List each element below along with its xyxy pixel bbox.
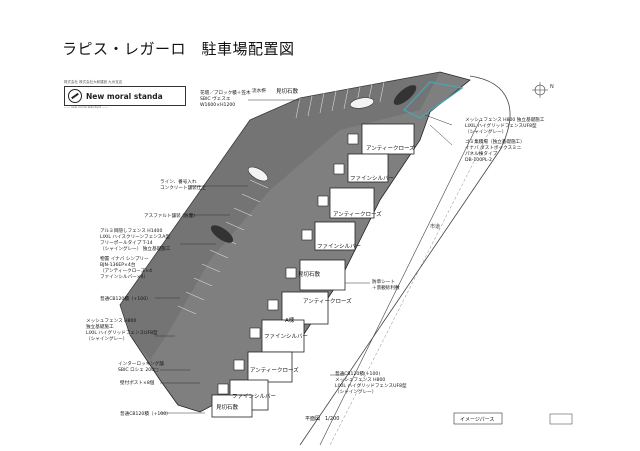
annotation: メッシュフェンス H800 xyxy=(86,318,136,324)
annotation: LIXIL ハイグリッドフェンスUF8型 xyxy=(335,382,407,389)
svg-text:N: N xyxy=(550,84,554,90)
annotation: W1600×H1200 xyxy=(200,102,235,108)
annotation: ライン、番号入れ xyxy=(160,178,197,185)
annotation: LIXIL ハイスクリーンフェンスA型 xyxy=(100,233,170,240)
annotation: アスファルト舗装 (防塵) xyxy=(144,212,195,219)
leader-lines xyxy=(155,99,453,414)
unit-label: ファインシルバー xyxy=(264,333,308,340)
annotation: 花壇／ブロック積＋笠木 xyxy=(200,89,251,96)
annotation: パネル棟タイプ xyxy=(465,150,498,157)
company-logo: New moral standa xyxy=(64,86,186,106)
annotation: 普通CB120積（+100） xyxy=(100,295,151,302)
unit-label: アンティークローズ xyxy=(333,210,382,218)
parked-car xyxy=(349,97,375,109)
annotation: イナバ ダストボックスミニ xyxy=(465,144,522,151)
annotation: （シャイングレー） xyxy=(86,335,127,342)
annotation: 流水桝 xyxy=(252,87,266,94)
logo-tagline: —— new moral standard —— xyxy=(64,105,108,109)
annotation: メッシュフェンス H800 独立基礎施工 xyxy=(465,116,545,123)
unit-label: ファインシルバー xyxy=(317,243,361,250)
parking-stall-lines xyxy=(177,81,385,315)
annotation: （アンティークローズ×4 xyxy=(100,267,152,274)
box-label: 見切石敷 xyxy=(276,87,299,95)
drive-aisle xyxy=(120,72,440,360)
parked-car xyxy=(210,225,234,243)
logo-mark-icon xyxy=(68,89,82,103)
annotation: 独立基礎施工 xyxy=(86,323,114,330)
annotation: メッシュフェンス H800 xyxy=(335,377,385,383)
unit-label: アンティークローズ xyxy=(250,366,299,374)
unit-label: アンティークローズ xyxy=(366,144,415,152)
annotation: インターロッキング舗 xyxy=(118,360,164,367)
annotation: LIXIL ハイグリッドフェンスUF8型 xyxy=(465,122,537,129)
storage-boxes xyxy=(217,133,359,395)
annotation: 壁付ポスト×8個 xyxy=(120,379,155,386)
annotation: ゴミ集積場（独立基礎施工） xyxy=(465,138,525,145)
north-arrow-icon: N xyxy=(532,82,554,98)
annotation: LIXIL ハイグリッドフェンスUF8型 xyxy=(86,329,158,336)
unit-label: ファインシルバー xyxy=(350,175,394,182)
annotation: ファインシルバー×4） xyxy=(100,274,148,280)
road-edge-line-2 xyxy=(319,119,481,446)
annotation: アルミ目隠しフェンス H1400 xyxy=(100,227,162,234)
annotation: ＋景観砂利敷 xyxy=(372,284,400,291)
parked-car xyxy=(247,166,269,182)
annotation: SBIC ヴェスエ xyxy=(200,95,231,102)
annotation: 普通CB120積(+100) xyxy=(335,370,380,377)
annotation: 防草シート xyxy=(372,278,395,285)
building-a-label: A棟 xyxy=(285,316,295,324)
trash-area-highlight xyxy=(402,81,464,119)
box-label: 見切石敷 xyxy=(216,403,239,411)
annotation: BJN-136EP×4台 xyxy=(100,261,136,268)
page-title: ラピス・レガーロ 駐車場配置図 xyxy=(62,40,295,58)
annotation: （シャイングレー） xyxy=(465,128,506,135)
annotation: （シャイングレー） xyxy=(335,388,376,395)
parked-car xyxy=(393,85,417,105)
unit-label: アンティークローズ xyxy=(303,297,352,305)
annotation: 普通CB120積（+100） xyxy=(120,410,171,417)
box-label: 見切石敷 xyxy=(298,270,321,278)
road-edge-line xyxy=(299,75,511,446)
company-line: 株式会社 株式会社大和建設 九州支店 xyxy=(64,80,123,84)
annotation: DB-100PL-2 xyxy=(465,157,492,163)
annotation: フリーポールタイプ T-14 xyxy=(100,239,153,246)
logo-text: New moral standa xyxy=(86,91,163,101)
svg-text:イメージパース: イメージパース xyxy=(460,417,494,423)
annotation: コンクリート舗装仕上 xyxy=(160,184,206,191)
annotation: 物置 イナバ シンプリー xyxy=(100,255,149,262)
road-edge-line-3 xyxy=(329,129,491,446)
annotation: （シャイングレー） 独立基礎施工 xyxy=(100,245,171,252)
building-units xyxy=(211,123,415,418)
road-label: 市道 xyxy=(430,223,440,230)
title-block xyxy=(549,413,573,425)
unit-label: ファインシルバー xyxy=(232,393,276,400)
annotation: SBIC ロシェ 200□ xyxy=(118,367,158,373)
scale-label: 平面図 1/200 xyxy=(305,416,339,422)
image-note-box: イメージパース xyxy=(453,412,503,425)
